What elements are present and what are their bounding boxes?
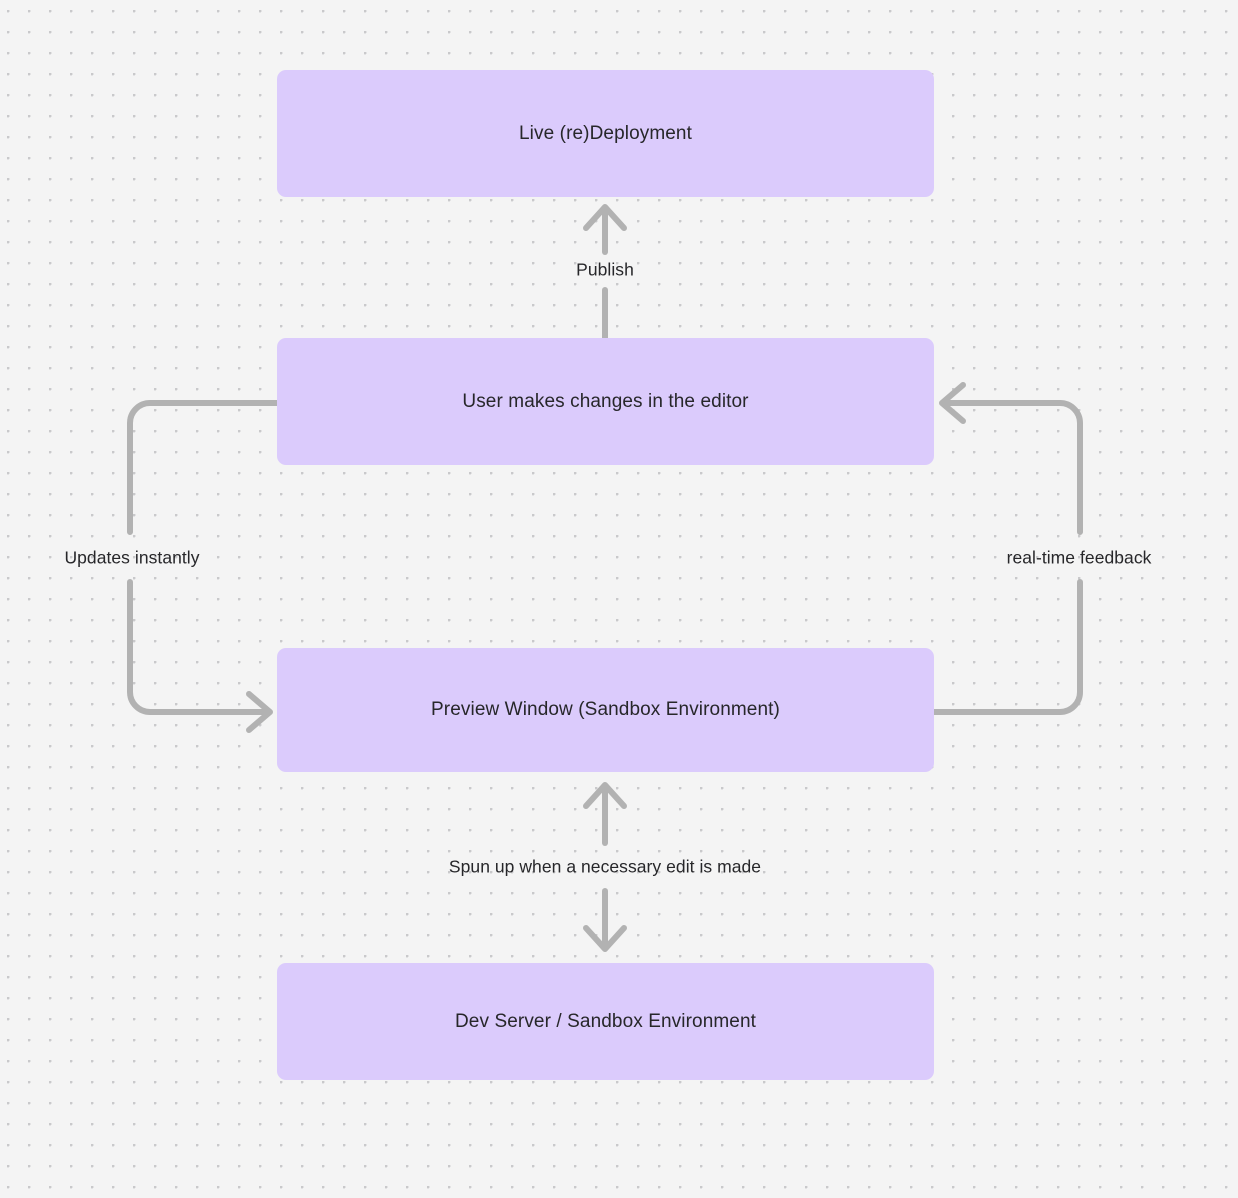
edge-label-real-time-feedback: real-time feedback (1006, 547, 1152, 568)
node-user-edits[interactable]: User makes changes in the editor (277, 338, 934, 465)
edge-label-updates-instantly: Updates instantly (64, 547, 200, 568)
edge-label-publish: Publish (576, 259, 634, 280)
node-live-deployment[interactable]: Live (re)Deployment (277, 70, 934, 197)
node-preview-window[interactable]: Preview Window (Sandbox Environment) (277, 648, 934, 772)
node-label: Preview Window (Sandbox Environment) (431, 699, 780, 721)
edge-label-spun-up: Spun up when a necessary edit is made (448, 856, 762, 877)
node-label: Dev Server / Sandbox Environment (454, 1010, 756, 1032)
node-dev-server[interactable]: Dev Server / Sandbox Environment (277, 963, 934, 1080)
node-label: User makes changes in the editor (462, 390, 749, 412)
node-label: Live (re)Deployment (519, 122, 692, 144)
